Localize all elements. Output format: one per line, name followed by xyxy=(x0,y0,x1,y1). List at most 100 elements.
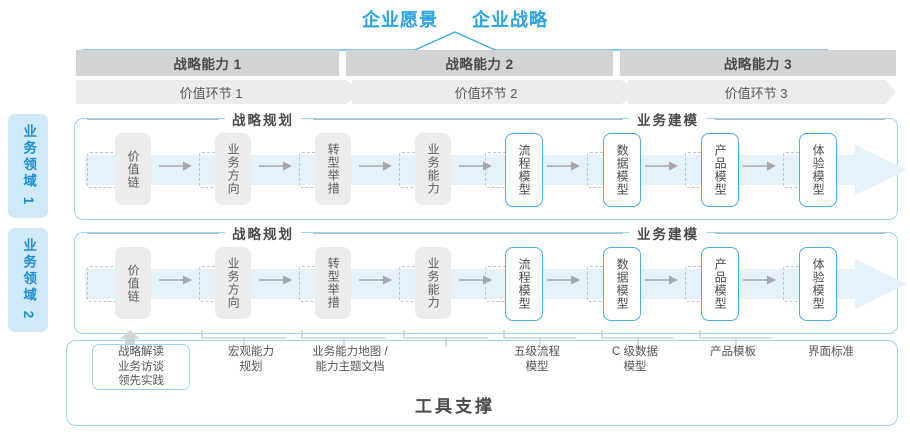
tool-label-6-line-1: 界面标准 xyxy=(808,346,854,358)
tool-label-5-line-1: 产品模板 xyxy=(710,346,756,358)
row-1-node-1[interactable]: 价值链 xyxy=(115,133,151,205)
business-domain-row-2: 战略规划 业务建模 价值链 业务方向 转型举措 业务能力 流程模型 数据模型 产… xyxy=(74,224,907,334)
row-2-node-8[interactable]: 体验模型 xyxy=(799,247,837,321)
row-1-node-8[interactable]: 体验模型 xyxy=(799,133,837,207)
row-1-planning-line-left xyxy=(87,119,219,120)
row-1-arrow-3 xyxy=(359,161,392,171)
tool-label-3-line-2: 模型 xyxy=(525,360,549,373)
domain-tab-1-label: 业务领域 1 xyxy=(21,124,37,208)
row-2-section-planning: 战略规划 xyxy=(225,224,301,242)
row-1-node-3-label: 转型举措 xyxy=(326,143,341,195)
tool-label-4: C 级数据 模型 xyxy=(588,345,682,375)
row-1-arrow-7 xyxy=(743,161,776,171)
row-1-section-planning: 战略规划 xyxy=(225,110,301,128)
row-2-arrow-7 xyxy=(743,275,776,285)
tool-input-line-1: 战略解读 xyxy=(118,346,164,359)
row-2-node-5-label: 流程模型 xyxy=(517,258,532,310)
tool-label-3-line-1: 五级流程 xyxy=(514,346,560,358)
tool-support-container xyxy=(66,340,898,426)
row-2-arrow-5 xyxy=(547,275,580,285)
tool-label-1-line-1: 宏观能力 xyxy=(228,346,274,358)
row-1-node-2-label: 业务方向 xyxy=(226,143,241,195)
row-1-section-modeling: 业务建模 xyxy=(630,110,706,128)
tool-input-line-3: 领先实践 xyxy=(118,375,164,388)
domain-tab-2[interactable]: 业务领域 2 xyxy=(8,228,48,332)
row-1-node-6-label: 数据模型 xyxy=(615,144,630,196)
enterprise-strategy-title: 企业战略 xyxy=(472,10,548,30)
row-1-arrow-2 xyxy=(259,161,292,171)
capability-cell-1: 战略能力 1 xyxy=(76,50,339,76)
row-2-node-6[interactable]: 数据模型 xyxy=(603,247,641,321)
row-2-node-7[interactable]: 产品模型 xyxy=(701,247,739,321)
row-2-arrow-1 xyxy=(159,275,192,285)
row-1-node-5-label: 流程模型 xyxy=(517,144,532,196)
row-2-node-4[interactable]: 业务能力 xyxy=(415,247,451,319)
value-label-2: 价值环节 2 xyxy=(454,85,518,101)
tool-label-4-line-2: 模型 xyxy=(623,360,647,373)
row-1-node-7[interactable]: 产品模型 xyxy=(701,133,739,207)
row-1-node-4[interactable]: 业务能力 xyxy=(415,133,451,205)
row-2-node-2[interactable]: 业务方向 xyxy=(215,247,251,319)
row-2-node-6-label: 数据模型 xyxy=(615,258,630,310)
tool-bracket-connectors xyxy=(201,330,772,347)
tool-label-1: 宏观能力 规划 xyxy=(196,345,306,375)
tool-label-2: 业务能力地图 / 能力主题文档 xyxy=(288,345,412,375)
row-2-node-4-label: 业务能力 xyxy=(426,257,441,309)
row-1-node-1-label: 价值链 xyxy=(126,149,141,189)
tool-input-up-arrow xyxy=(120,330,140,348)
capability-cell-3: 战略能力 3 xyxy=(620,50,896,76)
row-2-node-5[interactable]: 流程模型 xyxy=(505,247,543,321)
tool-input-box[interactable]: 战略解读 业务访谈 领先实践 xyxy=(92,344,190,390)
row-2-arrow-2 xyxy=(259,275,292,285)
tool-label-6: 界面标准 xyxy=(784,345,878,360)
tool-label-2-line-2: 能力主题文档 xyxy=(315,360,385,373)
tool-label-5: 产品模板 xyxy=(686,345,780,360)
row-2-node-8-label: 体验模型 xyxy=(811,258,826,310)
value-label-1: 价值环节 1 xyxy=(179,85,243,101)
capability-cell-2: 战略能力 2 xyxy=(346,50,613,76)
row-2-content: 战略规划 业务建模 价值链 业务方向 转型举措 业务能力 流程模型 数据模型 产… xyxy=(75,224,907,333)
business-domain-row-1: 战略规划 业务建模 价值链 业务方向 转型举措 业务能力 流程模型 xyxy=(74,110,907,220)
row-1-arrow-6 xyxy=(645,161,678,171)
row-1-node-3[interactable]: 转型举措 xyxy=(315,133,351,205)
value-chain-band: 价值环节 1 价值环节 2 价值环节 3 xyxy=(76,80,896,104)
row-2-section-modeling: 业务建模 xyxy=(630,224,706,242)
row-2-node-3[interactable]: 转型举措 xyxy=(315,247,351,319)
row-2-node-7-label: 产品模型 xyxy=(713,258,728,310)
strategic-capability-band: 战略能力 1 战略能力 2 战略能力 3 xyxy=(76,50,896,76)
row-1-arrow-1 xyxy=(159,161,192,171)
row-1-content: 战略规划 业务建模 价值链 业务方向 转型举措 业务能力 流程模型 xyxy=(75,110,907,219)
row-1-node-4-label: 业务能力 xyxy=(426,143,441,195)
row-2-planning-line-right xyxy=(313,233,623,234)
row-1-node-8-label: 体验模型 xyxy=(811,144,826,196)
enterprise-vision-title: 企业愿景 xyxy=(362,10,438,30)
row-2-node-1-label: 价值链 xyxy=(126,263,141,303)
tool-label-1-line-2: 规划 xyxy=(239,360,263,373)
row-2-node-1[interactable]: 价值链 xyxy=(115,247,151,319)
row-2-arrow-4 xyxy=(459,275,492,285)
tool-label-2-line-1: 业务能力地图 / xyxy=(312,346,388,358)
row-1-planning-line-right xyxy=(313,119,623,120)
value-chain-chevrons xyxy=(76,80,896,104)
tool-label-3: 五级流程 模型 xyxy=(490,345,584,375)
row-1-node-5[interactable]: 流程模型 xyxy=(505,133,543,207)
row-2-node-3-label: 转型举措 xyxy=(326,257,341,309)
row-2-planning-line-left xyxy=(87,233,219,234)
row-2-modeling-line-right xyxy=(715,233,885,234)
domain-tab-2-label: 业务领域 2 xyxy=(21,238,37,322)
row-1-arrow-4 xyxy=(459,161,492,171)
value-label-3: 价值环节 3 xyxy=(724,85,788,101)
tool-support-title: 工具支撑 xyxy=(415,397,495,416)
row-1-node-2[interactable]: 业务方向 xyxy=(215,133,251,205)
row-1-arrow-5 xyxy=(547,161,580,171)
row-1-modeling-line-right xyxy=(715,119,885,120)
vision-strategy-titles: 企业愿景 企业战略 xyxy=(0,6,910,32)
row-1-node-7-label: 产品模型 xyxy=(713,144,728,196)
row-2-node-2-label: 业务方向 xyxy=(226,257,241,309)
row-1-node-6[interactable]: 数据模型 xyxy=(603,133,641,207)
tool-input-line-2: 业务访谈 xyxy=(118,360,164,373)
domain-tab-1[interactable]: 业务领域 1 xyxy=(8,114,48,218)
row-2-arrow-6 xyxy=(645,275,678,285)
tool-label-4-line-1: C 级数据 xyxy=(612,346,658,358)
